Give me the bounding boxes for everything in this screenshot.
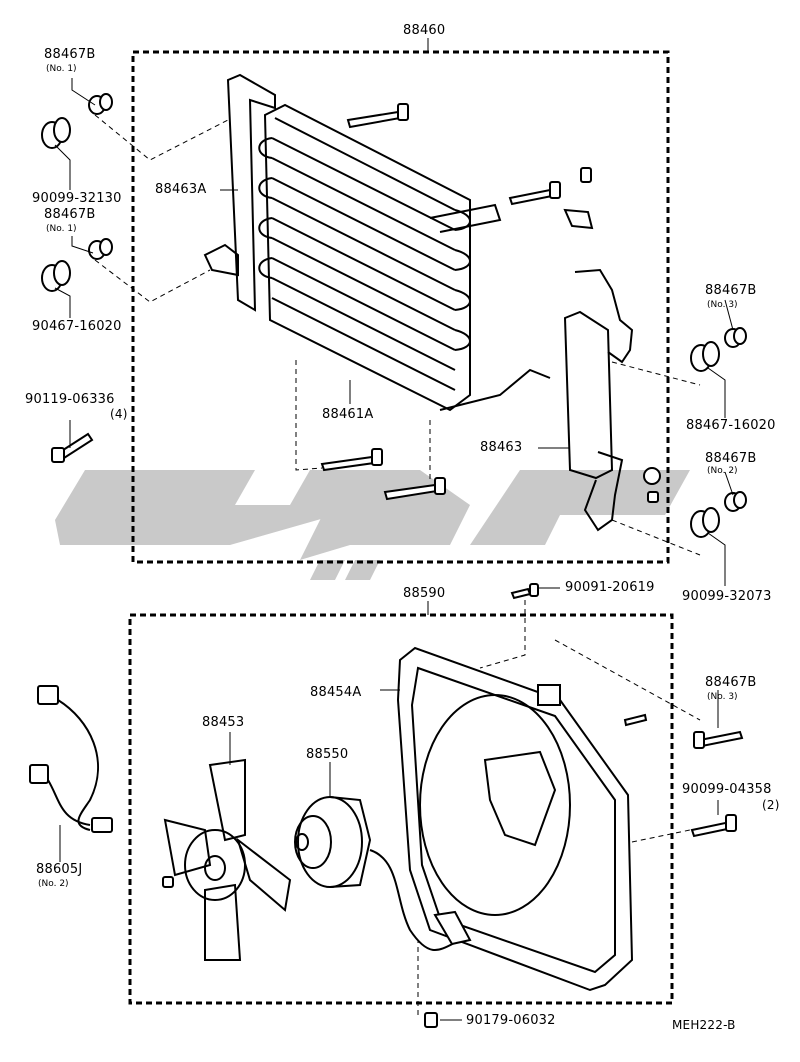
- cushion-88467-16020: [690, 341, 720, 372]
- wire-harness: [29, 685, 113, 833]
- lower-assembly-box: [128, 613, 674, 1005]
- callout-88605j: 88605J: [36, 862, 83, 877]
- callout-90099-32073: 90099-32073: [682, 589, 772, 604]
- callout-90099-32130: 90099-32130: [32, 191, 122, 206]
- callout-88467b-no3-a: 88467B: [705, 283, 757, 298]
- callout-88550: 88550: [306, 747, 349, 762]
- callout-90119-06336-note: (4): [110, 407, 128, 421]
- callout-88467b-no3-a-note: (No. 3): [707, 300, 738, 310]
- callout-88453: 88453: [202, 715, 245, 730]
- condenser-core: [258, 103, 551, 412]
- callout-88461a: 88461A: [322, 407, 374, 422]
- callout-88467b-no2: 88467B: [705, 451, 757, 466]
- lower-assembly-label: 88590: [403, 586, 446, 601]
- fan-blade: [163, 758, 292, 961]
- callout-90091-20619: 90091-20619: [565, 580, 655, 595]
- callout-88467b-no3-b-note: (No. 3): [707, 692, 738, 702]
- callout-88467b-no1-a-note: (No. 1): [46, 64, 77, 74]
- callout-90099-04358-note: (2): [762, 798, 780, 812]
- cushion-88467b-4: [724, 491, 747, 512]
- cushion-90099-32130: [41, 117, 71, 149]
- cushion-88467b-3: [724, 327, 747, 348]
- callout-88605j-note: (No. 2): [38, 879, 69, 889]
- callout-90179-06032: 90179-06032: [466, 1013, 556, 1028]
- bolt-upper-2: [508, 181, 561, 206]
- bolt-upper-1: [346, 103, 409, 129]
- callout-88467b-no1-b-note: (No. 1): [46, 224, 77, 234]
- callout-90119-06336: 90119-06336: [25, 392, 115, 407]
- lower-dashed-leaders: [417, 600, 701, 1015]
- cushion-90099-32073: [690, 507, 720, 538]
- callout-90467-16020: 90467-16020: [32, 319, 122, 334]
- cushion-90467-16020: [41, 260, 71, 292]
- fitting-clamp: [563, 167, 661, 503]
- callout-90099-04358: 90099-04358: [682, 782, 772, 797]
- bolt-upper-3: [320, 448, 383, 472]
- bolt-upper-4: [383, 477, 446, 501]
- callout-88463a: 88463A: [155, 182, 207, 197]
- cushion-88467b-1: [88, 93, 113, 115]
- fan-motor: [294, 796, 461, 951]
- callout-88463: 88463: [480, 440, 523, 455]
- leader-lines: [54, 78, 734, 1021]
- callout-88454a: 88454A: [310, 685, 362, 700]
- callout-88467-16020: 88467-16020: [686, 418, 776, 433]
- upper-assembly-box: [131, 50, 670, 564]
- cushion-88467b-2: [88, 238, 113, 260]
- upper-assembly-label: 88460: [403, 23, 446, 38]
- fan-shroud: [396, 646, 634, 992]
- diagram-code: MEH222-B: [672, 1018, 736, 1032]
- bolt-90119: [51, 432, 94, 463]
- callout-88467b-no3-b: 88467B: [705, 675, 757, 690]
- upper-dashed-leaders: [94, 114, 701, 556]
- left-bracket: [203, 73, 276, 312]
- callout-88467b-no2-note: (No. 2): [707, 466, 738, 476]
- callout-88467b-no1-a: 88467B: [44, 47, 96, 62]
- bolt-lower: [162, 583, 744, 1028]
- callout-88467b-no1-b: 88467B: [44, 207, 96, 222]
